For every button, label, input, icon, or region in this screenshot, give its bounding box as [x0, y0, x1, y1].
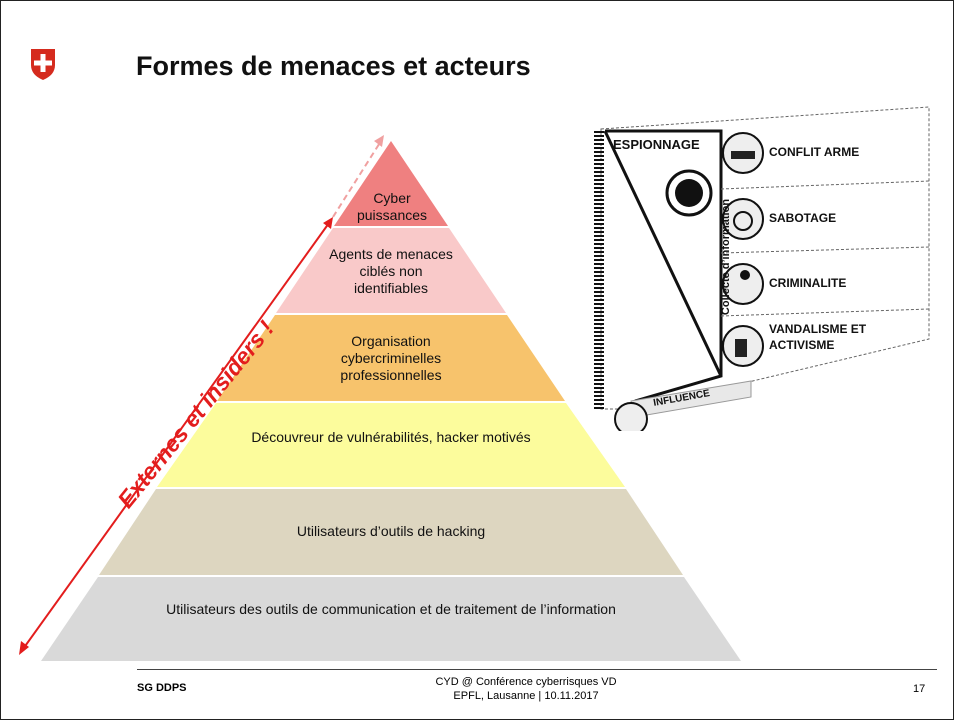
page-number: 17 [913, 683, 926, 695]
pyramid-label-4: Découvreur de vulnérabilités, hacker mot… [251, 429, 531, 445]
spray-can-icon [722, 325, 764, 367]
pyramid-label-2: Agents de menaces ciblés non identifiabl… [329, 246, 453, 296]
threat-label-conflit: CONFLIT ARME [769, 145, 860, 159]
bomb-timer-icon [722, 198, 764, 240]
pyramid-label-5: Utilisateurs d’outils de hacking [296, 523, 486, 539]
influence-icon [614, 402, 648, 431]
footer-event-line2: EPFL, Lausanne | 10.11.2017 [453, 690, 599, 702]
pyramid-level-1 [334, 141, 448, 226]
footer-org: SG DDPS [137, 682, 187, 694]
pyramid-level-5 [99, 489, 683, 575]
pyramid-label-3: Organisation cybercriminelles profession… [340, 333, 442, 383]
espionnage-label: ESPIONNAGE [613, 137, 700, 152]
threat-label-criminalite: CRIMINALITE [769, 276, 847, 290]
thief-icon [722, 263, 764, 305]
pyramid-level-3 [217, 315, 565, 401]
pyramid-level-2 [276, 228, 506, 313]
collecte-label: Collecte d’information [720, 198, 732, 316]
tank-icon [722, 132, 764, 174]
threat-panel: ESPIONNAGE Collecte d’information CONFLI… [591, 101, 931, 431]
threat-label-sabotage: SABOTAGE [769, 211, 837, 225]
spy-icon [665, 169, 713, 217]
footer-event-line1: CYD @ Conférence cyberrisques VD [435, 676, 617, 688]
pyramid-level-6 [41, 577, 741, 661]
threat-label-vandalisme: VANDALISME ET ACTIVISME [769, 322, 867, 352]
pyramid-label-6: Utilisateurs des outils de communication… [166, 601, 616, 617]
page-title: Formes de menaces et acteurs [136, 51, 531, 81]
footer-event: CYD @ Conférence cyberrisques VD EPFL, L… [391, 675, 661, 703]
footer-divider [137, 669, 937, 670]
swiss-cross-icon [31, 49, 55, 80]
pyramid-label-1: Cyber puissances [356, 190, 428, 223]
pyramid-level-4 [157, 403, 625, 487]
